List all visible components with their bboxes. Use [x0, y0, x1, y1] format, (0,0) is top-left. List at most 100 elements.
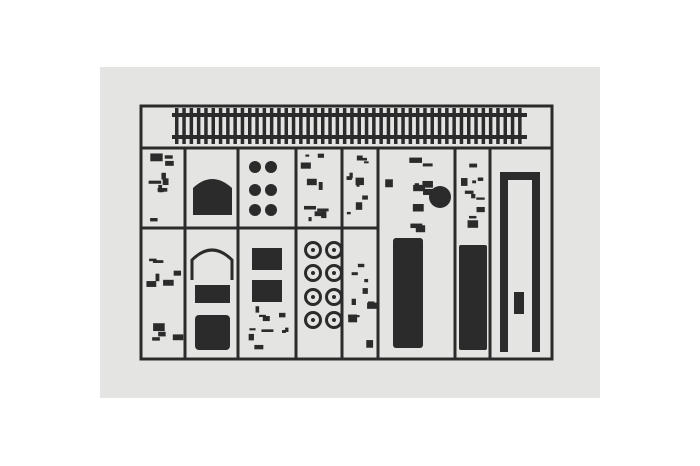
- small-part: [346, 211, 351, 215]
- small-part: [355, 202, 363, 210]
- small-part: [366, 340, 374, 348]
- boiler-part: [195, 315, 230, 350]
- wheel-hub: [332, 295, 336, 299]
- small-part: [304, 205, 316, 210]
- small-part: [359, 157, 368, 161]
- rail-tie: [342, 108, 347, 144]
- rail-tie: [284, 108, 288, 144]
- chassis-left: [500, 172, 508, 352]
- rail-tie: [196, 108, 201, 144]
- rail-tie: [335, 108, 340, 144]
- rail-tie: [372, 108, 376, 144]
- rail-tie: [226, 108, 230, 144]
- small-part: [464, 190, 474, 194]
- rail-tie: [430, 108, 434, 144]
- rail-tie: [503, 108, 507, 144]
- small-part: [367, 302, 378, 309]
- chassis-detail: [514, 292, 524, 314]
- small-part: [477, 177, 484, 181]
- small-part: [351, 298, 356, 305]
- cab-part: [193, 179, 232, 215]
- small-round-part: [249, 204, 261, 216]
- wheel: [304, 264, 322, 282]
- small-part: [363, 161, 369, 164]
- rail-tie: [277, 108, 281, 144]
- small-part: [150, 153, 163, 162]
- rail-tie: [452, 108, 456, 144]
- small-part: [351, 272, 358, 276]
- boiler-frame-part: [393, 238, 423, 348]
- small-part: [423, 188, 436, 195]
- small-part: [254, 344, 264, 350]
- small-part: [158, 331, 166, 337]
- wheel: [325, 311, 343, 329]
- small-part: [150, 218, 158, 222]
- small-part: [317, 153, 324, 158]
- rail-tie: [313, 108, 318, 144]
- small-round-part: [265, 184, 277, 196]
- small-part: [163, 279, 174, 286]
- small-part: [248, 333, 254, 341]
- wheel-hub: [311, 318, 315, 322]
- rail-tie: [445, 108, 449, 144]
- small-part: [472, 180, 477, 184]
- small-part: [317, 208, 329, 212]
- rail-tie: [204, 108, 208, 144]
- small-part: [321, 211, 327, 219]
- rail-tie: [415, 108, 420, 144]
- rail-tie: [467, 108, 471, 144]
- small-part: [385, 179, 393, 188]
- rail-tie: [459, 108, 464, 144]
- tender-frame-part: [459, 245, 487, 350]
- small-part: [469, 163, 478, 168]
- small-part: [362, 288, 368, 294]
- rail-tie: [218, 108, 223, 144]
- small-part: [152, 337, 160, 341]
- rail-tie: [269, 108, 274, 144]
- small-part: [148, 180, 162, 184]
- panel-part: [195, 285, 230, 303]
- wheel-hub: [311, 295, 315, 299]
- small-round-part: [265, 204, 277, 216]
- rail-tie: [394, 108, 398, 144]
- small-part: [282, 330, 286, 333]
- rail-tie: [211, 108, 215, 144]
- box-part: [252, 280, 282, 302]
- wheel: [304, 288, 322, 306]
- rail-tie: [328, 108, 332, 144]
- rail-tie: [299, 108, 303, 144]
- small-part: [314, 211, 324, 217]
- rail-tie: [488, 108, 493, 144]
- small-part: [259, 314, 266, 318]
- small-round-part: [249, 184, 261, 196]
- small-part: [413, 184, 425, 192]
- small-part: [461, 178, 468, 186]
- small-part: [364, 278, 369, 283]
- small-part: [357, 263, 365, 268]
- rail-tie: [233, 108, 237, 144]
- wheel-hub: [332, 271, 336, 275]
- wheel: [325, 241, 343, 259]
- rail-tie: [481, 108, 486, 144]
- rail-top: [172, 113, 527, 117]
- rail-tie: [496, 108, 500, 144]
- rail-tie: [408, 108, 413, 144]
- sprue-parts: [146, 153, 540, 352]
- wheel-hub: [332, 318, 336, 322]
- track-rail-part: [172, 108, 527, 144]
- small-part: [409, 157, 423, 163]
- small-part: [146, 281, 157, 287]
- small-round-part: [265, 161, 277, 173]
- wheel: [304, 241, 322, 259]
- small-part: [255, 306, 260, 313]
- rail-tie: [401, 108, 405, 144]
- small-part: [348, 314, 358, 323]
- small-part: [467, 220, 479, 228]
- rail-tie: [262, 108, 267, 144]
- small-part: [249, 328, 256, 331]
- rail-tie: [255, 108, 259, 144]
- wheel-hub: [311, 248, 315, 252]
- rail-tie: [510, 108, 515, 144]
- rail-tie: [357, 108, 361, 144]
- rail-tie: [423, 108, 427, 144]
